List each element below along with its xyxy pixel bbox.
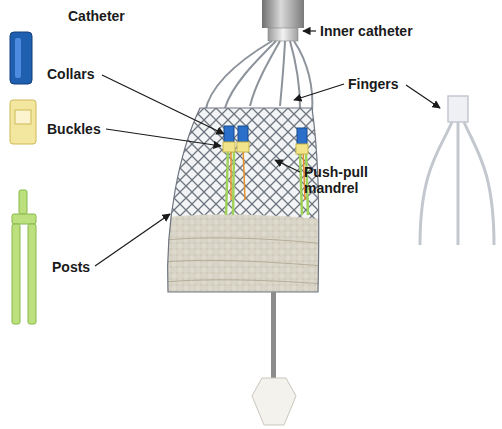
stent-frame (160, 100, 330, 300)
part-label: Inner catheter (320, 23, 413, 39)
part-label: Collars (47, 66, 94, 82)
catheter (262, 0, 304, 28)
inner-catheter (268, 28, 298, 41)
leader-lines (95, 31, 440, 266)
guide-rod (271, 292, 276, 380)
stent-outline (168, 108, 319, 292)
push-pull-mandrel (231, 146, 305, 200)
part-label: Buckles (47, 121, 101, 137)
fingers-icon (420, 96, 494, 245)
posts-icon (12, 190, 36, 324)
part-label: Posts (52, 259, 90, 275)
collars (224, 126, 307, 144)
finger-wires (205, 41, 312, 112)
collar-icon (10, 32, 32, 84)
buckle-icon (10, 100, 36, 144)
part-label: Push-pull mandrel (304, 164, 384, 196)
part-label: Catheter (68, 8, 125, 24)
nose-cone (252, 378, 296, 425)
buckles (223, 142, 308, 154)
posts (226, 150, 308, 215)
part-label: Fingers (348, 76, 399, 92)
